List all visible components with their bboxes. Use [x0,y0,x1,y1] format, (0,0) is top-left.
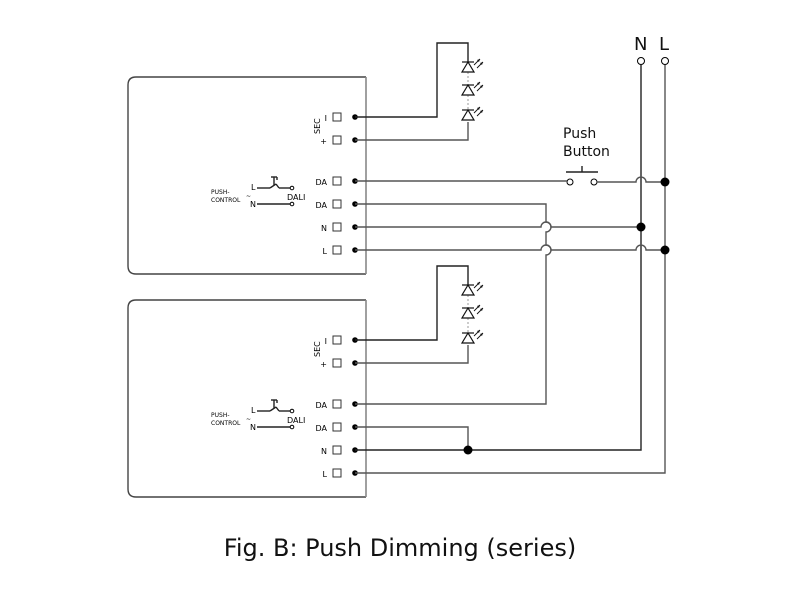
driver-1-housing [127,76,366,275]
terminal-da1 [332,399,342,409]
led-icon [461,106,484,121]
terminal-i [332,112,342,122]
terminal-block: I + DA DA N L [316,112,358,256]
terminal-label-da1: DA [316,178,328,187]
terminal-plus [332,135,342,145]
junction-dot [660,245,670,255]
tilde-symbol: ~ [246,416,251,423]
terminal-label-l: L [323,470,328,479]
terminal-label-i: I [325,114,327,123]
led-icon [461,81,484,96]
mains-l-terminal [661,57,669,65]
terminal-n [332,445,342,455]
push-button-label-2: Button [563,144,610,160]
dali-label: DALI [287,416,305,425]
led-icon [461,281,484,296]
push-control-label-2: CONTROL [211,420,241,427]
push-control-label: PUSH- [211,412,230,419]
terminal-label-da2: DA [316,201,328,210]
driver-2: SEC I + DA DA N L PUSH- CONTROL ~ L N [127,299,367,498]
terminal-plus [332,358,342,368]
push-button-label: Push [563,126,596,142]
terminal-da2 [332,422,342,432]
terminal-label-n: N [321,224,327,233]
terminal-da2 [332,199,342,209]
push-control-switch: PUSH- CONTROL ~ L N DALI [211,176,305,209]
led-icon [461,58,484,73]
junction-dot [660,177,670,187]
terminal-label-plus: + [320,137,327,146]
mains-n-label: N [634,34,647,55]
switch-n-label: N [250,423,256,432]
terminal-label-da2: DA [316,424,328,433]
mains-l-label: L [659,34,669,55]
led-icon [461,304,484,319]
led-string-1 [355,42,484,141]
push-control-label-2: CONTROL [211,197,241,204]
figure-caption: Fig. B: Push Dimming (series) [223,534,577,562]
driver-1: SEC I + DA DA N L PUSH- CONTROL ~ L N [127,76,367,275]
junction-dot [636,222,646,232]
mains-n-terminal [637,57,645,65]
driver-2-housing [127,299,366,498]
push-button: Push Button [563,126,610,186]
terminal-da1 [332,176,342,186]
led-string-2 [355,265,484,364]
terminal-n [332,222,342,232]
sec-label: SEC [313,341,322,357]
dali-label: DALI [287,193,305,202]
terminal-label-i: I [325,337,327,346]
push-control-label: PUSH- [211,189,230,196]
terminal-label-n: N [321,447,327,456]
switch-l-label: L [251,183,256,192]
terminal-label-da1: DA [316,401,328,410]
junction-dot [463,445,473,455]
switch-l-label: L [251,406,256,415]
terminal-l [332,245,342,255]
terminal-label-plus: + [320,360,327,369]
tilde-symbol: ~ [246,193,251,200]
led-icon [461,329,484,344]
terminal-i [332,335,342,345]
sec-label: SEC [313,118,322,134]
terminal-l [332,468,342,478]
terminal-label-l: L [323,247,328,256]
terminal-block: I + DA DA N L [316,335,358,479]
mains-supply: N L [355,34,669,474]
push-control-switch: PUSH- CONTROL ~ L N DALI [211,399,305,432]
switch-n-label: N [250,200,256,209]
